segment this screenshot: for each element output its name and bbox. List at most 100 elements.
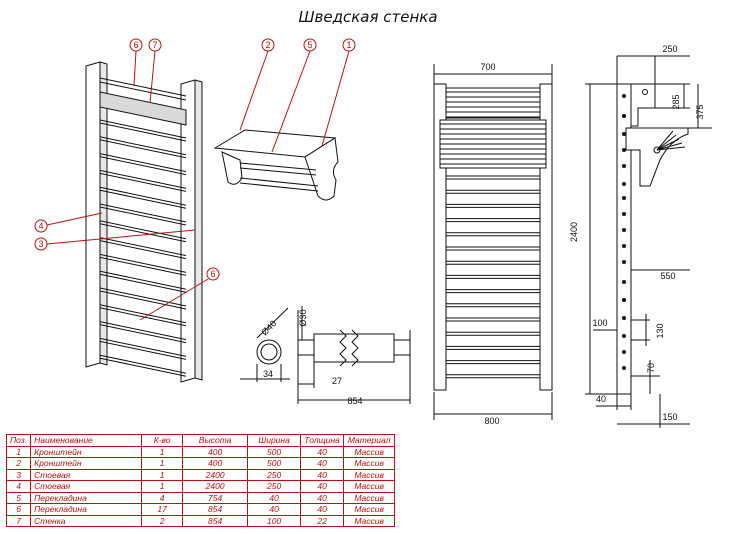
rung (99, 220, 187, 240)
table-cell: Массив (343, 491, 396, 504)
side-top-hole (642, 89, 648, 95)
technical-drawing: 6 7 2 5 1 4 3 6 700 800 250 285 375 2400… (34, 38, 712, 428)
bar-body (313, 333, 395, 363)
svg-text:7: 7 (152, 40, 157, 50)
rung-edge (99, 273, 187, 293)
bracket-bar-5 (239, 162, 317, 171)
top-crossbar-1 (99, 77, 187, 97)
rung-edge (99, 156, 187, 176)
side-hole (622, 244, 626, 248)
break-mark-1 (339, 329, 347, 367)
specification-table: Поз. Наименование К-во Высота Ширина Тол… (5, 434, 396, 527)
table-cell: 250 (247, 468, 302, 481)
rung (99, 153, 187, 173)
rung (99, 287, 187, 307)
side-hole (622, 228, 626, 232)
rung (99, 119, 187, 139)
leader-6 (133, 50, 137, 87)
dim-150: 150 (662, 412, 677, 422)
rung-edge (99, 223, 187, 243)
side-hole (622, 212, 626, 216)
table-cell: 2 (141, 514, 184, 527)
rung (99, 354, 187, 374)
table-cell: 40 (300, 503, 345, 516)
bracket-rib (656, 142, 683, 151)
rung (99, 270, 187, 290)
table-cell: 40 (300, 491, 345, 504)
table-cell: Стоевая (30, 468, 143, 481)
table-cell: Перекладина (30, 491, 143, 504)
dim-550: 550 (660, 271, 675, 281)
rung (99, 136, 187, 156)
bracket-rib (656, 138, 680, 151)
rung-edge (99, 290, 187, 310)
table-cell: 40 (300, 445, 345, 458)
rung (99, 169, 187, 189)
rung (99, 304, 187, 324)
bracket-bar-5b (239, 167, 317, 176)
right-upright-side (194, 79, 203, 381)
table-cell: Массив (343, 457, 396, 470)
callout-1: 1 (342, 38, 356, 52)
svg-text:5: 5 (307, 40, 312, 50)
table-cell: 1 (141, 457, 184, 470)
side-hole (622, 94, 626, 98)
table-cell: 2400 (182, 480, 249, 493)
table-cell: 1 (5, 445, 32, 458)
dim-250: 250 (662, 44, 677, 54)
top-crossbar-1b (99, 81, 187, 101)
table-cell: 2 (5, 457, 32, 470)
svg-text:3: 3 (38, 239, 43, 249)
side-hole (622, 316, 626, 320)
table-cell: 3 (5, 468, 32, 481)
table-cell: 250 (247, 480, 302, 493)
dim-700: 700 (480, 62, 495, 72)
header-width: Ширина (247, 434, 302, 447)
rung (99, 237, 187, 257)
rung (99, 321, 187, 341)
table-cell: 7 (5, 514, 32, 527)
break-mark-2 (351, 329, 359, 367)
dim-375: 375 (695, 104, 705, 119)
header-qty: К-во (141, 434, 184, 447)
rung-edge (99, 172, 187, 192)
dim-285: 285 (671, 94, 681, 109)
dim-d40: Ø40 (259, 318, 278, 337)
table-cell: 854 (182, 514, 249, 527)
leader-d40 (256, 307, 289, 339)
side-hole (622, 114, 626, 118)
svg-text:1: 1 (346, 40, 351, 50)
callout-2: 2 (261, 38, 275, 52)
leader-7 (149, 50, 156, 104)
rung (99, 186, 187, 206)
bracket-2 (221, 151, 243, 185)
table-cell: 40 (300, 457, 345, 470)
table-cell: 6 (5, 503, 32, 516)
header-material: Материал (343, 434, 396, 447)
rung-edge (99, 324, 187, 344)
table-cell: Массив (343, 503, 396, 516)
side-hole (622, 260, 626, 264)
table-cell: 4 (141, 491, 184, 504)
leader-2 (239, 50, 269, 131)
svg-text:2: 2 (265, 40, 270, 50)
dim-800: 800 (484, 416, 499, 426)
table-cell: 40 (300, 480, 345, 493)
header-pos: Поз. (5, 434, 32, 447)
table-cell: 5 (5, 491, 32, 504)
table-cell: 17 (141, 503, 184, 516)
dim-40: 40 (596, 394, 606, 404)
table-cell: 1 (141, 468, 184, 481)
rung-edge (99, 307, 187, 327)
leader-4 (46, 212, 103, 226)
bracket-rib (656, 146, 686, 151)
rung-edge (99, 139, 187, 159)
rung (99, 203, 187, 223)
side-hole (622, 334, 626, 338)
table-cell: Стоевая (30, 480, 143, 493)
side-hole (622, 280, 626, 284)
